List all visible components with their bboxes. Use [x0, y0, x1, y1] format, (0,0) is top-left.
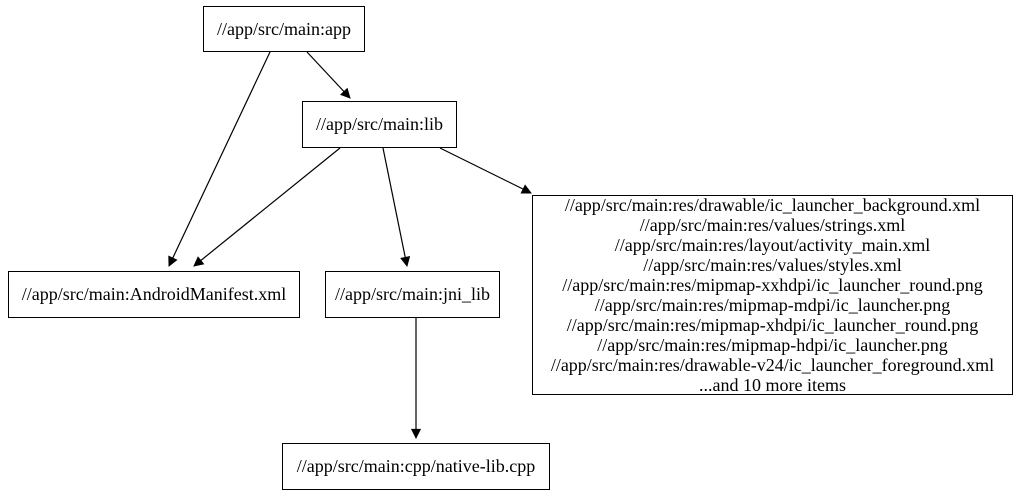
resource-item: //app/src/main:res/layout/activity_main.…	[614, 235, 931, 255]
resource-item: //app/src/main:res/mipmap-hdpi/ic_launch…	[597, 335, 948, 355]
resource-item: //app/src/main:res/values/strings.xml	[639, 215, 906, 235]
node-lib-label: //app/src/main:lib	[316, 114, 443, 134]
node-android-manifest: //app/src/main:AndroidManifest.xml	[8, 271, 300, 318]
node-lib: //app/src/main:lib	[302, 101, 457, 148]
resource-item: //app/src/main:res/mipmap-xhdpi/ic_launc…	[566, 315, 979, 335]
resource-more-items: ...and 10 more items	[699, 375, 846, 395]
resource-item: //app/src/main:res/drawable/ic_launcher_…	[564, 195, 981, 215]
resource-item: //app/src/main:res/values/styles.xml	[643, 255, 902, 275]
resource-item: //app/src/main:res/mipmap-xxhdpi/ic_laun…	[562, 275, 983, 295]
node-jni-lib: //app/src/main:jni_lib	[325, 271, 500, 318]
node-android-manifest-label: //app/src/main:AndroidManifest.xml	[21, 284, 287, 304]
edge-lib-to-resources	[439, 147, 532, 194]
node-jni-lib-label: //app/src/main:jni_lib	[335, 284, 490, 304]
node-resources-group: //app/src/main:res/drawable/ic_launcher_…	[532, 195, 1013, 395]
edge-lib-to-jni-lib	[382, 147, 411, 267]
resource-item: //app/src/main:res/mipmap-mdpi/ic_launch…	[594, 295, 951, 315]
node-app: //app/src/main:app	[203, 6, 365, 52]
edge-lib-to-android-manifest	[193, 147, 341, 267]
resource-item: //app/src/main:res/drawable-v24/ic_launc…	[550, 355, 995, 375]
node-app-label: //app/src/main:app	[217, 18, 351, 39]
node-native-lib-cpp: //app/src/main:cpp/native-lib.cpp	[282, 443, 550, 490]
edge-app-to-lib	[306, 51, 351, 99]
edge-app-to-android-manifest	[168, 51, 271, 267]
node-native-lib-cpp-label: //app/src/main:cpp/native-lib.cpp	[296, 456, 536, 476]
